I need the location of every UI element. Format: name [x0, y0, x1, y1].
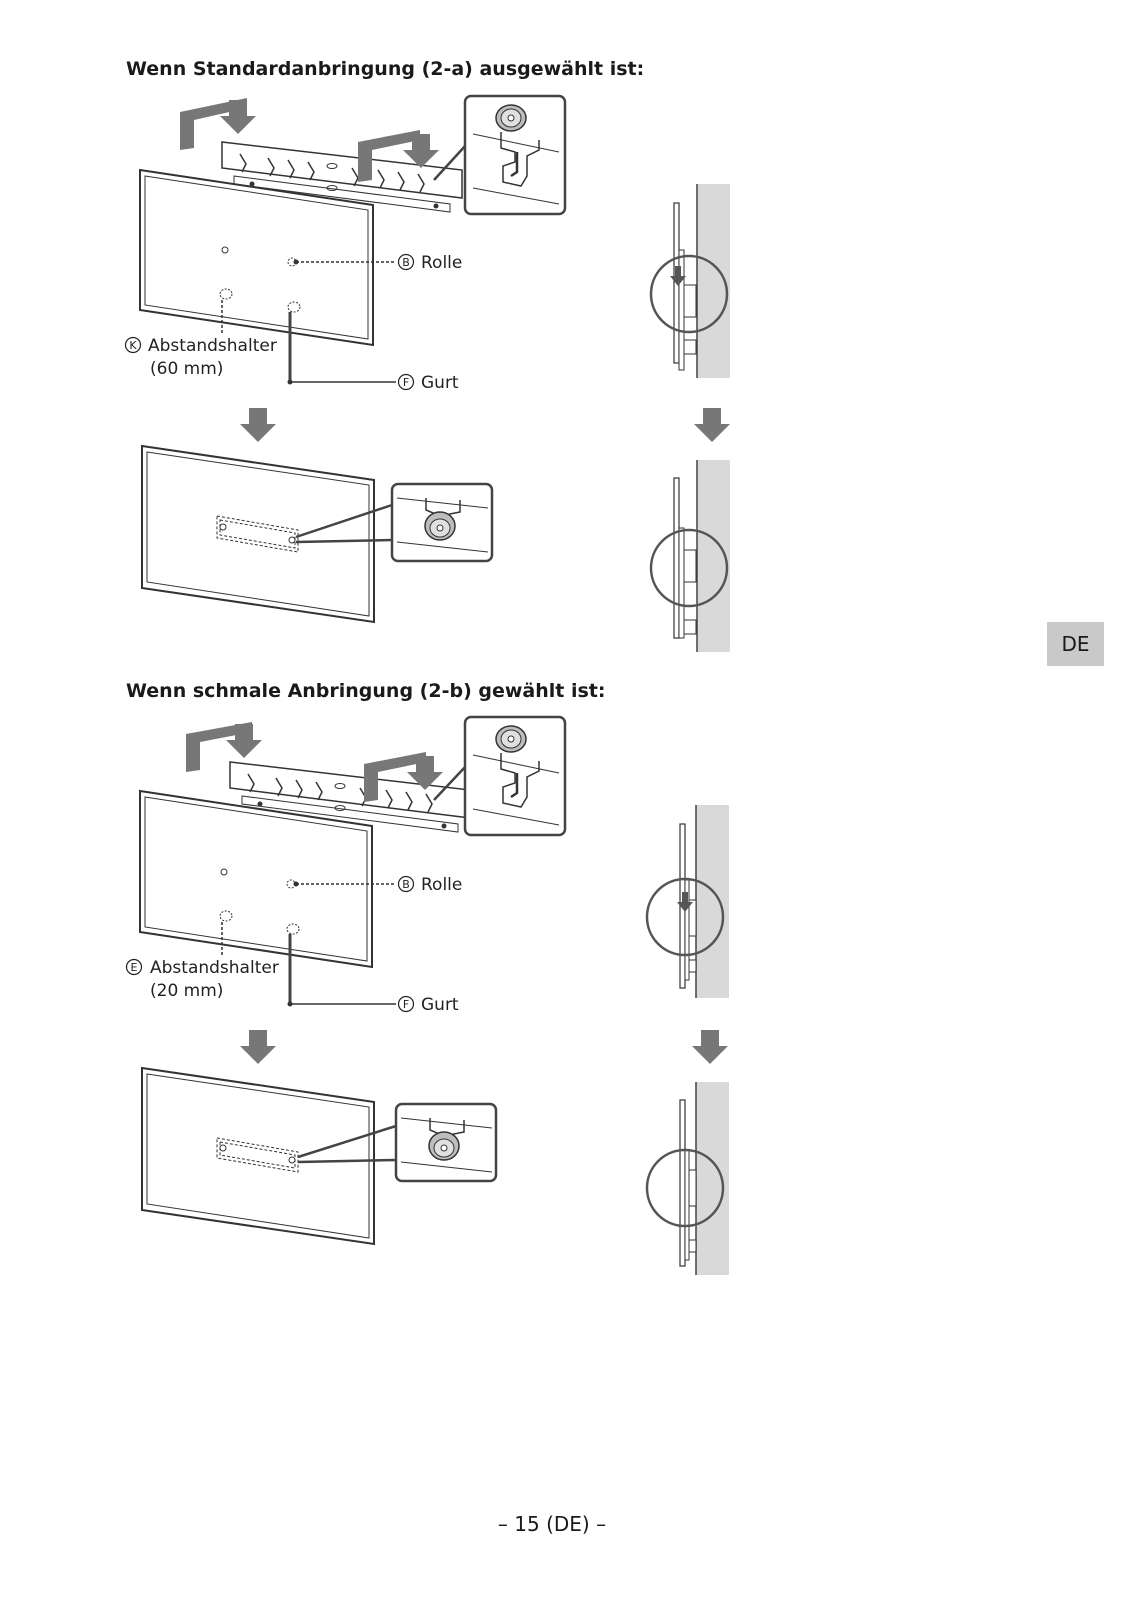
side-view-mounted: [645, 1082, 729, 1275]
hand-guide-left: [180, 98, 256, 150]
language-tab: DE: [1047, 622, 1104, 666]
hand-guide-right: [358, 130, 439, 182]
zoom-callout-line: [297, 1158, 397, 1164]
roller-label: Rolle: [421, 875, 462, 895]
spacer-label: Abstandshalter: [150, 958, 279, 978]
roller-callout-letter: B: [402, 878, 410, 891]
section-heading-standard: Wenn Standardanbringung (2-a) ausgewählt…: [126, 58, 645, 80]
side-view-hanging: [645, 805, 729, 998]
spacer-size: (20 mm): [150, 981, 223, 1001]
zoom-callout-line: [295, 503, 393, 539]
page-number: – 15 (DE) –: [497, 1512, 607, 1536]
tv-back-panel: [139, 789, 373, 1002]
hook-zoom-view: [463, 94, 567, 216]
hand-guide-right: [364, 752, 443, 802]
hook-zoom-view: [463, 715, 567, 837]
roller-label: Rolle: [421, 253, 462, 273]
tv-back-panel-mounted: [141, 444, 375, 624]
zoom-callout-line: [295, 538, 393, 544]
step-arrow-right: [694, 408, 730, 442]
belt-callout-letter: F: [403, 998, 409, 1011]
tv-back-panel-mounted: [141, 1066, 375, 1246]
step-arrow-left: [240, 408, 276, 442]
roller-zoom-view: [394, 1102, 498, 1183]
spacer-callout-letter: E: [131, 961, 138, 974]
spacer-label: Abstandshalter: [148, 336, 277, 356]
zoom-callout-line: [297, 1124, 397, 1159]
zoom-callout-line: [433, 144, 467, 181]
step-arrow-right: [692, 1030, 728, 1064]
belt-label: Gurt: [421, 373, 459, 393]
side-view-hanging: [649, 184, 730, 378]
belt-label: Gurt: [421, 995, 459, 1015]
section-heading-narrow: Wenn schmale Anbringung (2-b) gewählt is…: [126, 680, 606, 702]
side-view-mounted: [649, 460, 730, 652]
belt-callout-letter: F: [403, 376, 409, 389]
hand-guide-left: [186, 722, 262, 772]
zoom-callout-line: [433, 765, 467, 801]
roller-zoom-view: [390, 482, 494, 563]
step-arrow-left: [240, 1030, 276, 1064]
spacer-size: (60 mm): [150, 359, 223, 379]
roller-callout-letter: B: [402, 256, 410, 269]
spacer-callout-letter: K: [129, 339, 137, 352]
